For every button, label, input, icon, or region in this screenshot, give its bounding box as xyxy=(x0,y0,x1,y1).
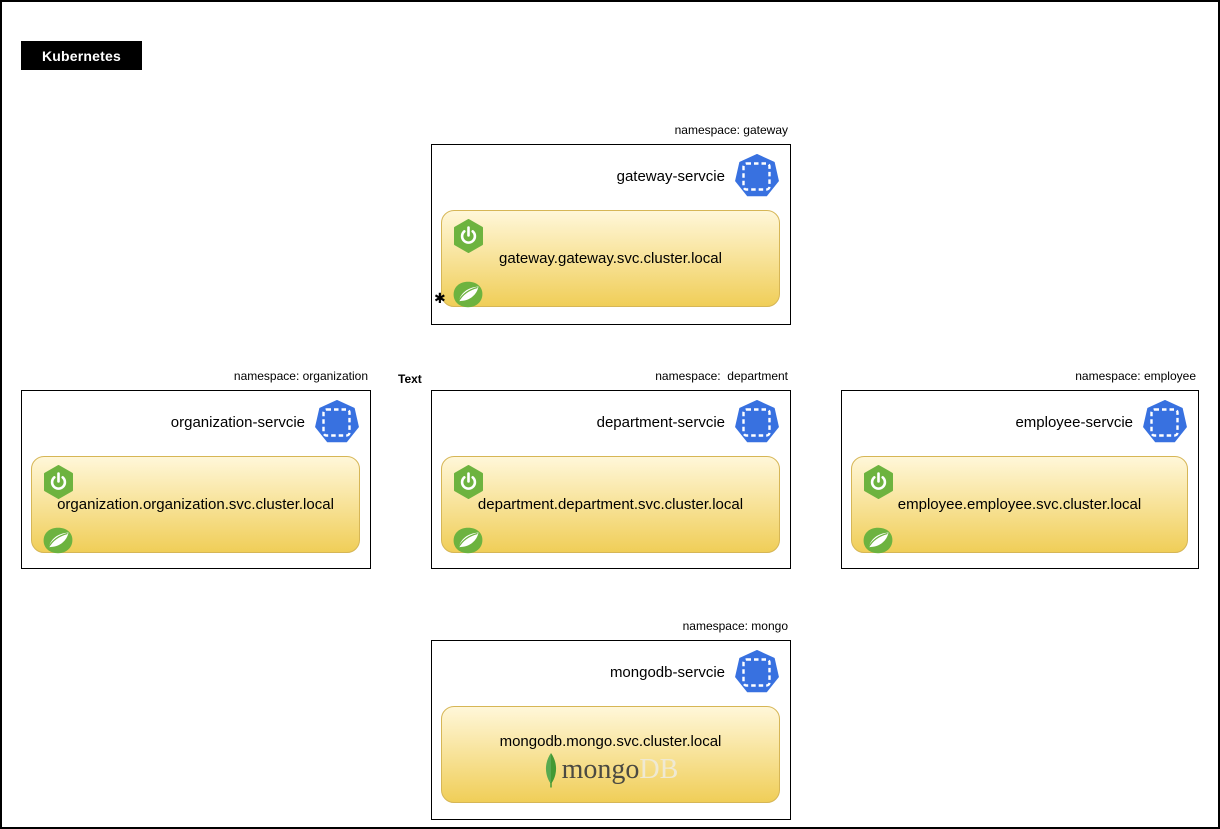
service-row: organization-servcie xyxy=(22,391,370,444)
service-name: mongodb-servcie xyxy=(609,663,725,681)
spring-leaf-icon xyxy=(453,527,483,554)
namespace-group-organization: namespace: organization organization-ser… xyxy=(21,368,371,569)
service-name: employee-servcie xyxy=(1015,413,1133,431)
namespace-group-mongo: namespace: mongo mongodb-servcie mongodb… xyxy=(431,618,791,820)
spring-boot-icon xyxy=(453,219,484,253)
service-name: gateway-servcie xyxy=(616,167,725,185)
service-name: organization-servcie xyxy=(170,413,305,431)
mongodb-logo-word: mongo xyxy=(561,754,640,785)
mongodb-leaf-icon xyxy=(544,752,557,788)
dns-box-gateway: gateway.gateway.svc.cluster.local ✱ xyxy=(434,210,780,308)
kubernetes-title-label: Kubernetes xyxy=(41,47,122,64)
text-label: Text xyxy=(398,372,422,386)
spring-boot-icon xyxy=(863,465,894,499)
dns-text: gateway.gateway.svc.cluster.local xyxy=(499,250,722,267)
dns-text: organization.organization.svc.cluster.lo… xyxy=(57,496,334,513)
namespace-label: namespace: gateway xyxy=(674,123,788,137)
mongodb-logo-suffix: DB xyxy=(639,754,679,785)
namespace-label: namespace: mongo xyxy=(682,619,788,633)
dns-box-mongo: mongodb.mongo.svc.cluster.local mongo DB xyxy=(441,706,780,803)
mongodb-logo: mongo DB xyxy=(543,752,679,788)
kubernetes-title: Kubernetes xyxy=(21,41,142,70)
kubernetes-service-icon xyxy=(735,650,779,693)
service-row: mongodb-servcie xyxy=(432,641,790,694)
kubernetes-service-icon xyxy=(735,400,779,443)
spring-leaf-icon xyxy=(43,527,73,554)
namespace-label: namespace: organization xyxy=(233,369,368,383)
namespace-label: namespace: employee xyxy=(1075,369,1196,383)
dns-text: employee.employee.svc.cluster.local xyxy=(897,496,1142,513)
namespace-box-department: department-servcie department.department… xyxy=(431,390,791,569)
kubernetes-service-icon xyxy=(1143,400,1187,443)
mongo-content: mongodb.mongo.svc.cluster.local mongo DB xyxy=(499,733,722,788)
service-row: gateway-servcie xyxy=(432,145,790,198)
spring-leaf-icon xyxy=(453,281,483,308)
spring-leaf-icon xyxy=(863,527,893,554)
kubernetes-service-icon xyxy=(735,154,779,198)
dns-text: mongodb.mongo.svc.cluster.local xyxy=(499,733,722,750)
namespace-group-department: namespace: department department-servcie… xyxy=(431,368,791,569)
namespace-box-employee: employee-servcie employee.employee.svc.c… xyxy=(841,390,1199,569)
spring-boot-icon xyxy=(43,465,74,499)
namespace-group-gateway: namespace: gateway gateway-servcie gatew… xyxy=(431,122,791,325)
namespace-box-mongo: mongodb-servcie mongodb.mongo.svc.cluste… xyxy=(431,640,791,820)
star-icon: ✱ xyxy=(434,290,446,306)
namespace-label: namespace: department xyxy=(655,369,788,383)
dns-box-organization: organization.organization.svc.cluster.lo… xyxy=(31,456,360,554)
dns-text: department.department.svc.cluster.local xyxy=(477,496,744,513)
service-row: department-servcie xyxy=(432,391,790,444)
namespace-group-employee: namespace: employee employee-servcie emp… xyxy=(841,368,1199,569)
namespace-box-organization: organization-servcie organization.organi… xyxy=(21,390,371,569)
kubernetes-service-icon xyxy=(315,400,359,443)
spring-boot-icon xyxy=(453,465,484,499)
dns-box-employee: employee.employee.svc.cluster.local xyxy=(851,456,1188,554)
service-name: department-servcie xyxy=(596,413,725,431)
service-row: employee-servcie xyxy=(842,391,1198,444)
namespace-box-gateway: gateway-servcie gateway.gateway.svc.clus… xyxy=(431,144,791,325)
dns-box-department: department.department.svc.cluster.local xyxy=(441,456,780,554)
